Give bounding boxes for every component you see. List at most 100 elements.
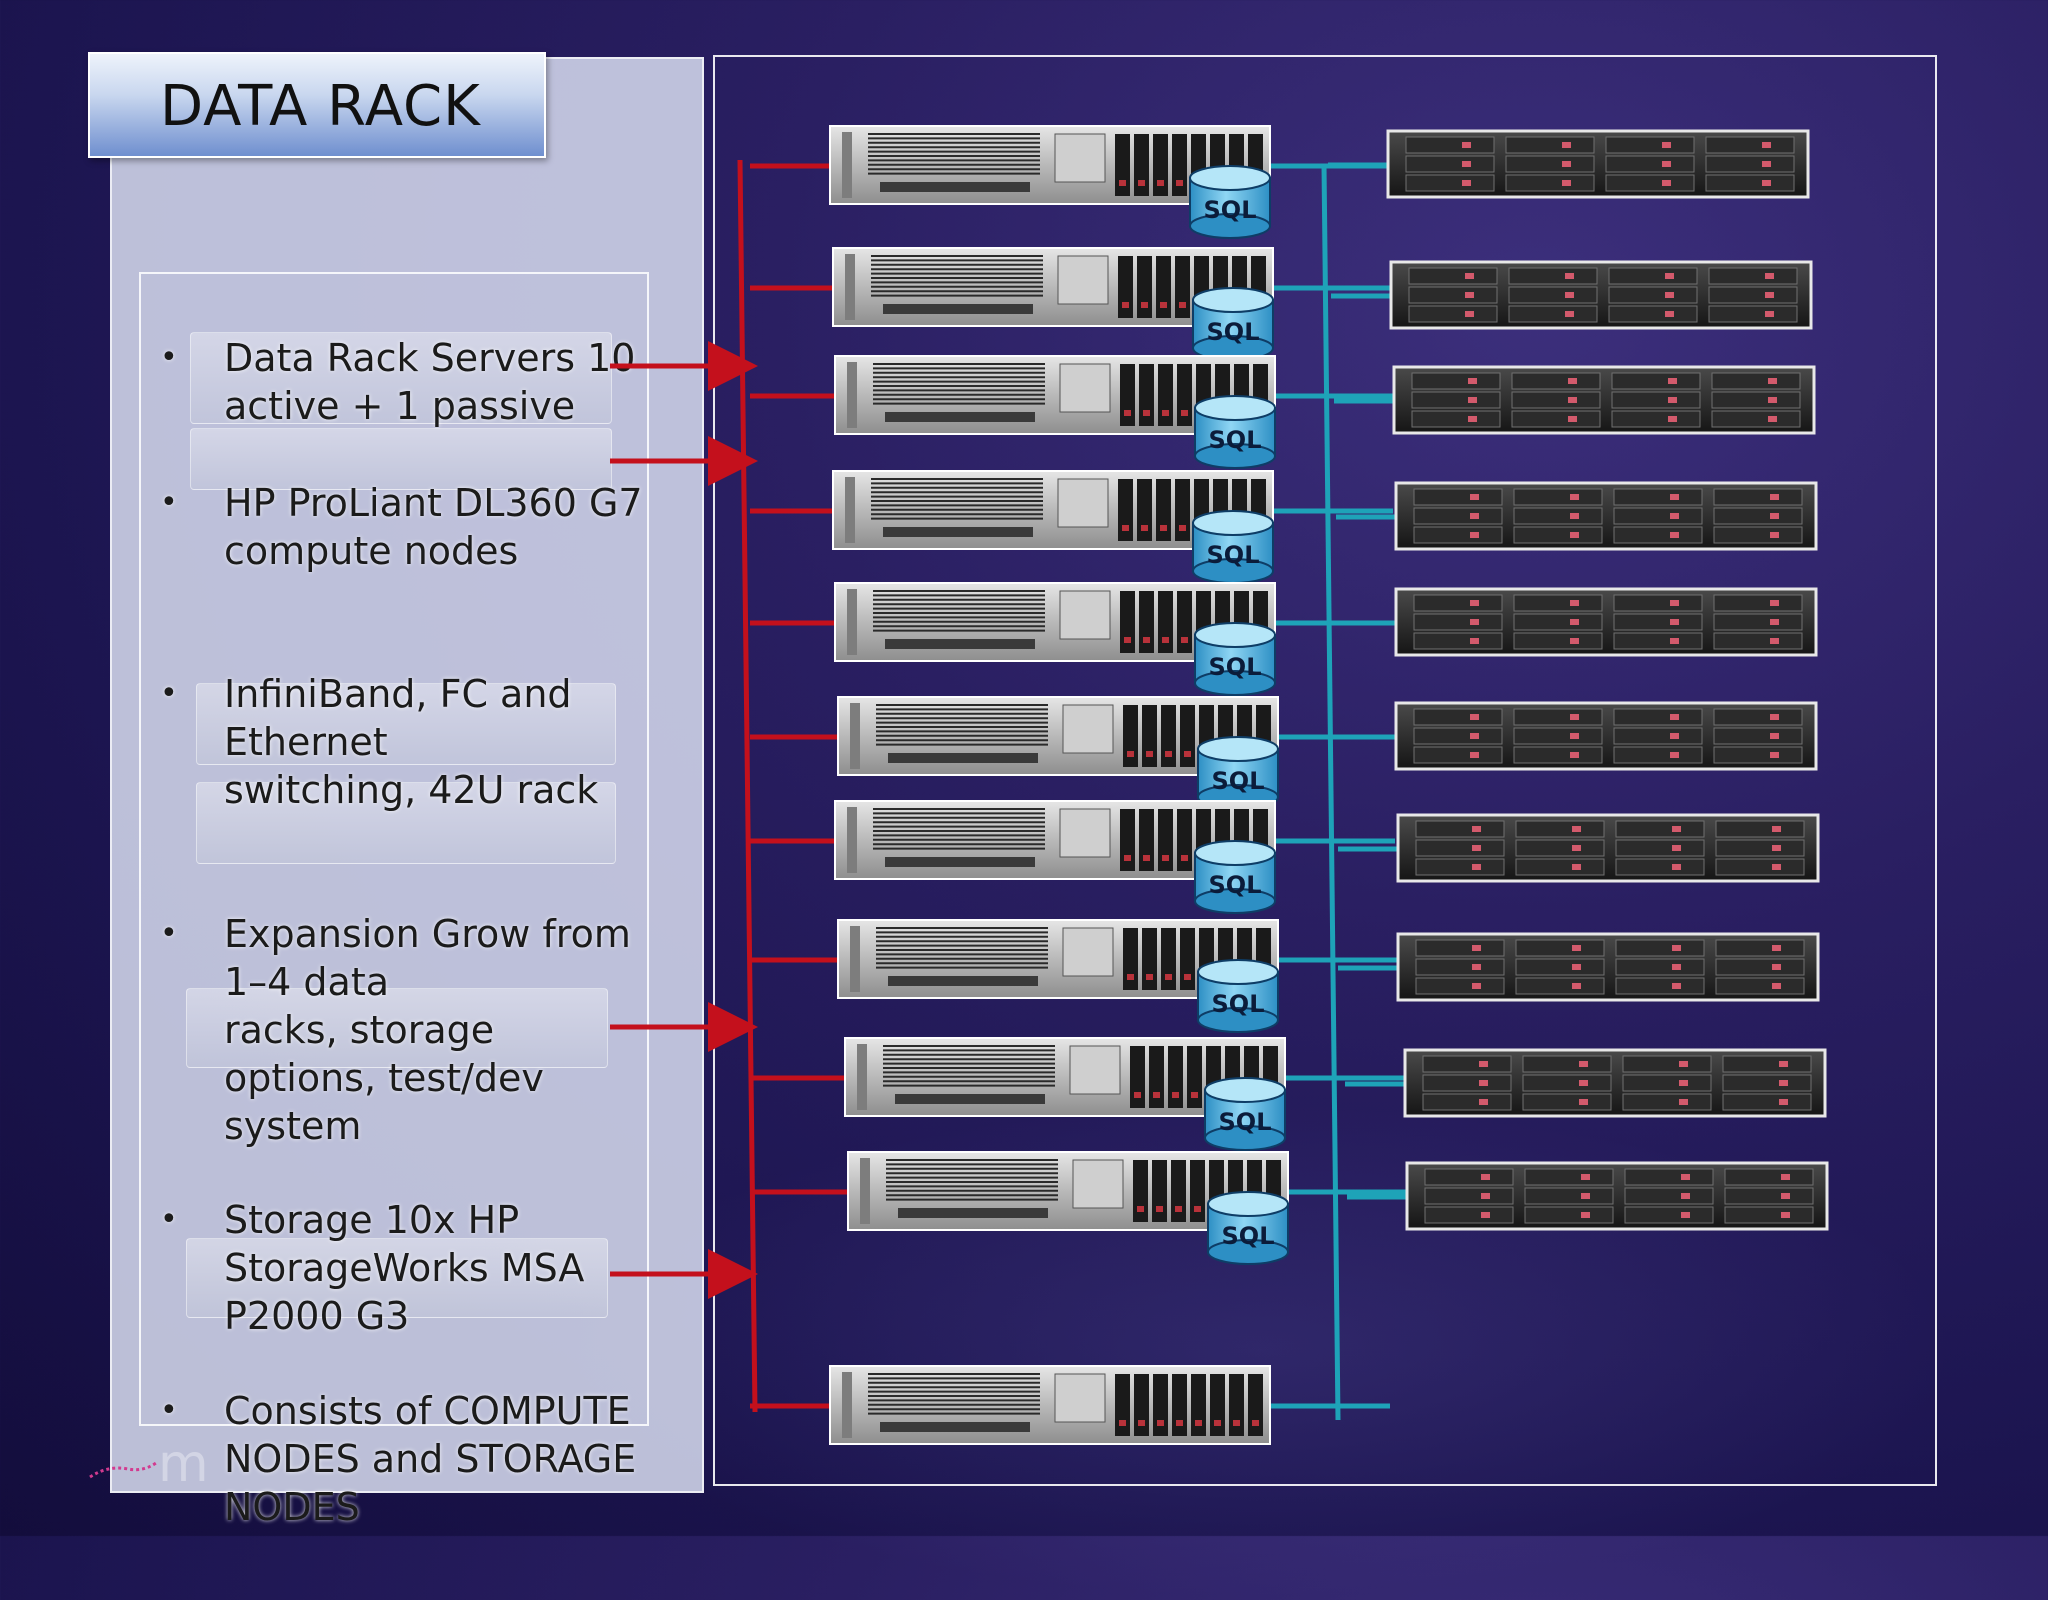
storage-disk-slot xyxy=(1711,410,1801,428)
storage-disk-slot xyxy=(1413,507,1503,525)
storage-disk-led xyxy=(1770,513,1779,519)
storage-array-icon xyxy=(1403,1048,1827,1118)
storage-disk-slot xyxy=(1508,267,1598,285)
storage-disk-slot xyxy=(1715,977,1805,995)
storage-disk-led xyxy=(1565,311,1574,317)
storage-disk-slot xyxy=(1413,746,1503,764)
storage-disk-slot xyxy=(1413,594,1503,612)
server-drive-bay xyxy=(1187,1046,1202,1108)
server-drive-bay xyxy=(1158,809,1173,871)
server-drive-led xyxy=(1165,974,1172,980)
server-optical-drive xyxy=(895,1094,1045,1104)
sql-cylinder-base xyxy=(1204,1125,1286,1151)
server-drive-led xyxy=(1252,1420,1259,1426)
storage-disk-led xyxy=(1570,733,1579,739)
storage-disk-slot xyxy=(1413,727,1503,745)
storage-disk-led xyxy=(1572,864,1581,870)
storage-disk-slot xyxy=(1722,1074,1812,1092)
storage-disk-slot xyxy=(1622,1074,1712,1092)
storage-disk-led xyxy=(1672,964,1681,970)
sql-cylinder-top xyxy=(1197,736,1279,762)
storage-disk-led xyxy=(1470,619,1479,625)
sql-label: SQL xyxy=(1204,196,1257,224)
storage-disk-led xyxy=(1570,532,1579,538)
storage-disk-slot xyxy=(1405,136,1495,154)
storage-disk-slot xyxy=(1613,708,1703,726)
storage-disk-led xyxy=(1772,964,1781,970)
server-drive-led xyxy=(1138,1420,1145,1426)
ghost-server-image xyxy=(186,988,608,1068)
storage-disk-led xyxy=(1472,864,1481,870)
server-drive-bay xyxy=(1177,364,1192,426)
storage-disk-slot xyxy=(1415,858,1505,876)
ghost-server-image xyxy=(186,1238,608,1318)
storage-disk-led xyxy=(1572,845,1581,851)
storage-disk-slot xyxy=(1615,939,1705,957)
server-handle xyxy=(847,807,857,873)
sql-database-icon: SQL xyxy=(1192,510,1274,584)
storage-disk-led xyxy=(1568,378,1577,384)
storage-disk-led xyxy=(1462,180,1471,186)
server-drive-led xyxy=(1181,855,1188,861)
server-drive-bay xyxy=(1118,479,1133,541)
storage-disk-slot xyxy=(1713,507,1803,525)
server-drive-led xyxy=(1181,410,1188,416)
storage-disk-led xyxy=(1772,864,1781,870)
server-drive-led xyxy=(1165,751,1172,757)
storage-disk-slot xyxy=(1415,939,1505,957)
storage-disk-led xyxy=(1472,845,1481,851)
storage-disk-slot xyxy=(1415,820,1505,838)
storage-disk-slot xyxy=(1511,372,1601,390)
bullet-text: Consists of COMPUTE NODES and STORAGE NO… xyxy=(224,1389,637,1529)
storage-disk-led xyxy=(1462,142,1471,148)
storage-disk-led xyxy=(1765,292,1774,298)
server-handle xyxy=(850,926,860,992)
storage-disk-led xyxy=(1779,1099,1788,1105)
storage-bus-line xyxy=(1321,164,1341,1421)
storage-disk-slot xyxy=(1513,727,1603,745)
server-handle xyxy=(842,132,852,198)
server-drive-led xyxy=(1175,1206,1182,1212)
storage-disk-led xyxy=(1481,1174,1490,1180)
ghost-server-image xyxy=(196,683,616,765)
sql-cylinder-base xyxy=(1194,888,1276,914)
server-panel xyxy=(1062,927,1114,977)
sql-cylinder-base xyxy=(1194,670,1276,696)
storage-disk-led xyxy=(1772,945,1781,951)
storage-disk-slot xyxy=(1522,1074,1612,1092)
server-optical-drive xyxy=(898,1208,1048,1218)
storage-disk-led xyxy=(1581,1174,1590,1180)
storage-disk-led xyxy=(1768,416,1777,422)
server-drive-led xyxy=(1162,410,1169,416)
storage-disk-led xyxy=(1468,416,1477,422)
server-drive-led xyxy=(1146,974,1153,980)
storage-array-icon xyxy=(1392,365,1816,435)
storage-disk-slot xyxy=(1422,1093,1512,1111)
storage-disk-slot xyxy=(1522,1093,1612,1111)
server-drive-bay xyxy=(1123,705,1138,767)
storage-disk-led xyxy=(1570,494,1579,500)
server-drive-bay xyxy=(1171,1160,1186,1222)
server-drive-led xyxy=(1119,1420,1126,1426)
server-drive-bay xyxy=(1139,364,1154,426)
sql-database-icon: SQL xyxy=(1194,622,1276,696)
storage-disk-led xyxy=(1681,1212,1690,1218)
storage-disk-led xyxy=(1470,733,1479,739)
server-drive-bay xyxy=(1120,591,1135,653)
rack-server-icon xyxy=(844,1037,1286,1117)
storage-disk-slot xyxy=(1613,594,1703,612)
storage-disk-led xyxy=(1670,494,1679,500)
storage-disk-led xyxy=(1670,752,1679,758)
storage-disk-led xyxy=(1672,983,1681,989)
sql-label: SQL xyxy=(1219,1108,1272,1136)
sql-label: SQL xyxy=(1209,871,1262,899)
server-optical-drive xyxy=(888,753,1038,763)
description-panel xyxy=(110,57,704,1493)
server-drive-led xyxy=(1162,855,1169,861)
storage-disk-led xyxy=(1572,826,1581,832)
storage-disk-slot xyxy=(1708,267,1798,285)
storage-disk-slot xyxy=(1705,155,1795,173)
storage-disk-slot xyxy=(1515,977,1605,995)
storage-disk-led xyxy=(1670,532,1679,538)
storage-disk-slot xyxy=(1513,594,1603,612)
